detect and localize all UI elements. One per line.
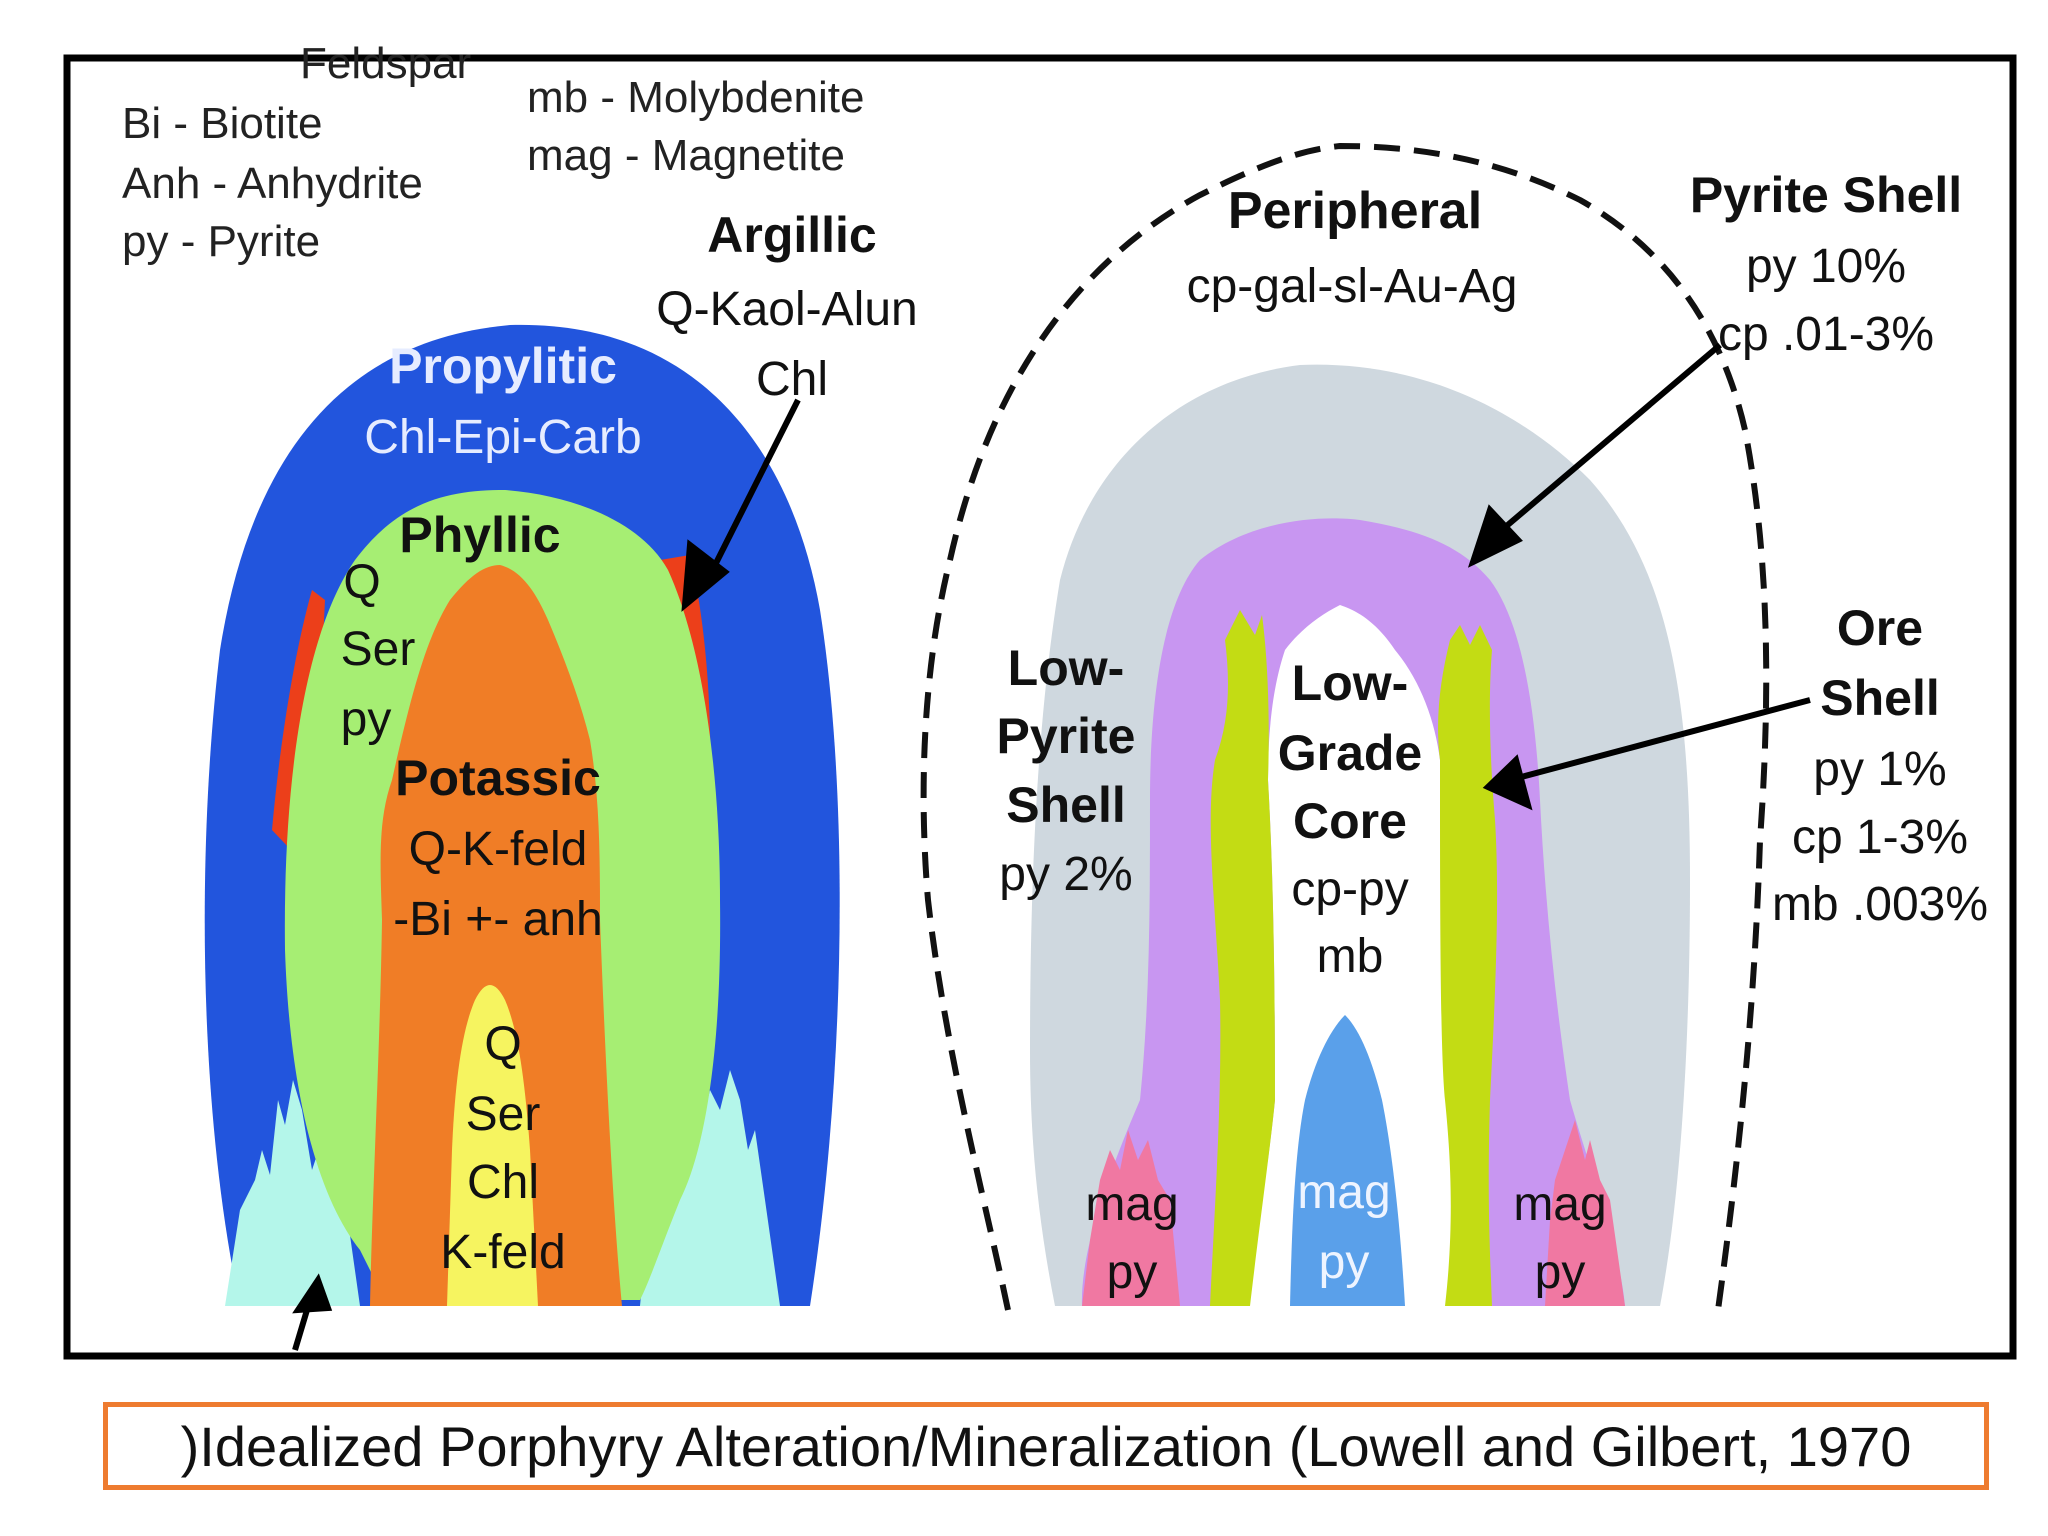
peripheral-title: Peripheral (1228, 182, 1482, 240)
caption: )Idealized Porphyry Alteration/Mineraliz… (103, 1402, 1989, 1490)
mineralization-model (920, 142, 1770, 1311)
low-pyrite-l1: Low- (1008, 640, 1125, 696)
core-q: Q (484, 1018, 521, 1071)
legend: Feldspar Bi - Biotite Anh - Anhydrite py… (122, 39, 864, 266)
magnetite-right (1545, 1120, 1625, 1306)
low-grade-l3: Core (1293, 793, 1407, 849)
alteration-labels: Argillic Q-Kaol-Alun Chl Propylitic Chl-… (341, 207, 918, 1279)
legend-feldspar: Feldspar (300, 39, 471, 88)
peripheral-halo (920, 142, 1770, 1311)
caption-text: )Idealized Porphyry Alteration/Mineraliz… (180, 1414, 1912, 1478)
pyrite-shell-line1: py 10% (1746, 240, 1906, 293)
q-ser-core (447, 985, 538, 1306)
ore-shell-arrow (1509, 697, 1811, 783)
argillic-arrowhead (681, 539, 730, 612)
magnetite-left (1082, 1130, 1180, 1306)
low-grade-l5: mb (1317, 930, 1384, 983)
core-ser: Ser (466, 1088, 541, 1141)
argillic-line2: Chl (756, 353, 828, 406)
low-pyrite-l3: Shell (1006, 777, 1125, 833)
pyrite-shell-arrowhead (1467, 504, 1523, 568)
mag-center-l2: py (1319, 1236, 1370, 1289)
mag-center-l1: mag (1297, 1166, 1390, 1219)
potassic-line1: Q-K-feld (409, 823, 588, 876)
core-chl: Chl (467, 1156, 539, 1209)
aqua-zone-left (225, 1080, 360, 1306)
alteration-model (204, 324, 840, 1307)
legend-pyrite: py - Pyrite (122, 217, 320, 266)
argillic-title: Argillic (707, 207, 876, 263)
potassic-line2: -Bi +- anh (393, 893, 602, 946)
propylitic-title: Propylitic (389, 338, 617, 394)
argillic-line1: Q-Kaol-Alun (656, 283, 917, 336)
ore-shell-arrowhead (1482, 754, 1533, 811)
ore-shell-left (1210, 610, 1275, 1306)
mineralization-labels: Peripheral cp-gal-sl-Au-Ag Pyrite Shell … (997, 167, 1989, 1299)
legend-molybdenite: mb - Molybdenite (527, 73, 864, 122)
ore-shell-title1: Ore (1837, 600, 1923, 656)
phyllic-title: Phyllic (399, 507, 560, 563)
core-kfeld: K-feld (440, 1226, 565, 1279)
phyllic-ser: Ser (341, 623, 416, 676)
mag-right-l1: mag (1513, 1178, 1606, 1231)
argillic-arrow (702, 398, 801, 587)
ore-shell-title2: Shell (1820, 670, 1939, 726)
pyrite-shell-title: Pyrite Shell (1690, 167, 1962, 223)
low-grade-l4: cp-py (1291, 863, 1408, 916)
potassic-zone (370, 565, 622, 1306)
propylitic-line1: Chl-Epi-Carb (364, 411, 641, 464)
low-pyrite-l4: py 2% (999, 848, 1132, 901)
legend-magnetite: mag - Magnetite (527, 131, 845, 180)
low-grade-l2: Grade (1278, 725, 1423, 781)
aqua-zone-right (640, 1070, 780, 1306)
legend-biotite: Bi - Biotite (122, 99, 323, 148)
legend-anhydrite: Anh - Anhydrite (122, 159, 423, 208)
low-grade-l1: Low- (1292, 655, 1409, 711)
mag-right-l2: py (1535, 1246, 1586, 1299)
pyrite-shell-arrow (1488, 342, 1722, 543)
ore-shell-line2: cp 1-3% (1792, 811, 1968, 864)
phyllic-q: Q (343, 556, 380, 609)
magnetite-core (1290, 1015, 1405, 1306)
peripheral-line1: cp-gal-sl-Au-Ag (1187, 260, 1518, 313)
low-pyrite-l2: Pyrite (997, 708, 1136, 764)
pyrite-shell-line2: cp .01-3% (1718, 308, 1934, 361)
mag-left-l2: py (1107, 1246, 1158, 1299)
potassic-title: Potassic (395, 750, 601, 806)
ore-shell-line3: mb .003% (1772, 878, 1988, 931)
mag-left-l1: mag (1085, 1178, 1178, 1231)
aqua-arrowhead (292, 1273, 333, 1314)
ore-shell-line1: py 1% (1813, 743, 1946, 796)
low-grade-core-zone (1245, 605, 1465, 1306)
arrows (292, 342, 1811, 1351)
ore-shell-right (1438, 625, 1498, 1306)
phyllic-py: py (341, 693, 392, 746)
